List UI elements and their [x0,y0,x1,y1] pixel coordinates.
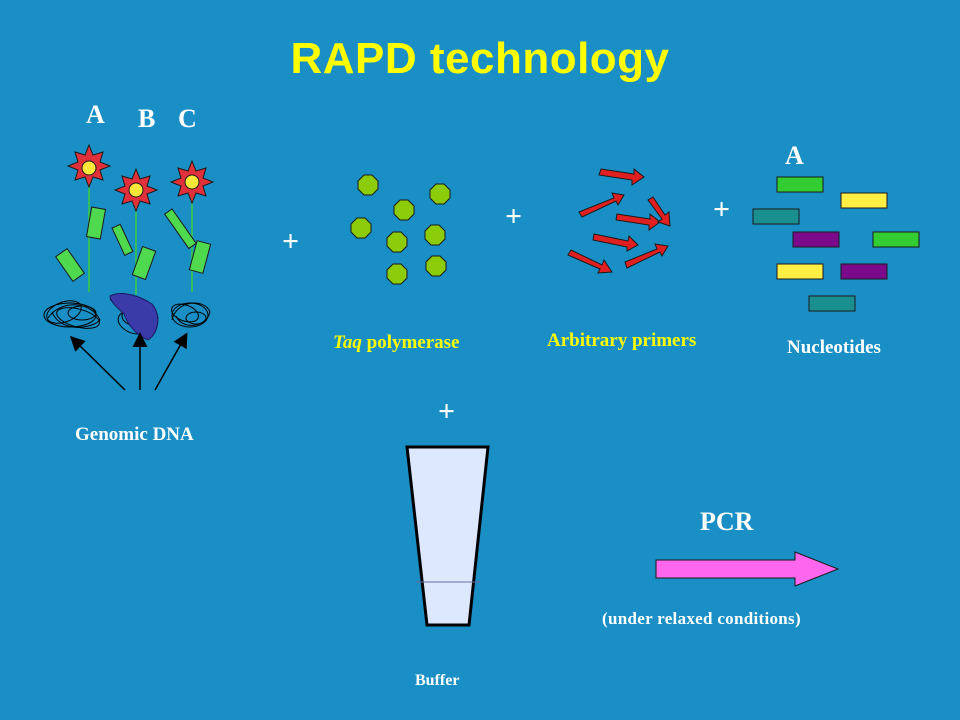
taq-polymerase-rest: polymerase [361,332,460,353]
flower-label-b: B [138,104,156,133]
buffer-tube [405,445,490,627]
arbitrary-primers-label: Arbitrary primers [547,330,697,351]
plus-sign: + [505,200,523,233]
taq-polymerase-molecules [350,174,451,285]
nucleotide-bars [752,176,920,312]
plus-sign: + [282,225,300,258]
taq-italic: Taq [333,332,362,353]
pcr-conditions-note: (under relaxed conditions) [602,609,801,628]
genomic-dna-label: Genomic DNA [75,424,194,445]
arbitrary-primers [567,167,671,274]
buffer-label: Buffer [415,672,460,689]
flower-b [113,167,159,213]
dna-blob [109,293,159,341]
plus-sign: + [713,193,731,226]
page-title: RAPD technology [290,34,670,83]
flower-c [169,159,215,205]
taq-polymerase-label: Taq polymerase [333,332,460,354]
nucleotides-label: Nucleotides [787,337,881,358]
plus-sign: + [438,395,456,428]
nucleotide-letter-a: A [785,141,804,170]
flower-label-a: A [86,100,105,129]
flower-label-c: C [178,104,197,133]
pcr-label: PCR [700,507,754,536]
flower-a [66,143,112,189]
flower-leaves [54,206,212,282]
pcr-arrow [655,551,840,587]
genomic-dna-arrows [69,332,188,391]
